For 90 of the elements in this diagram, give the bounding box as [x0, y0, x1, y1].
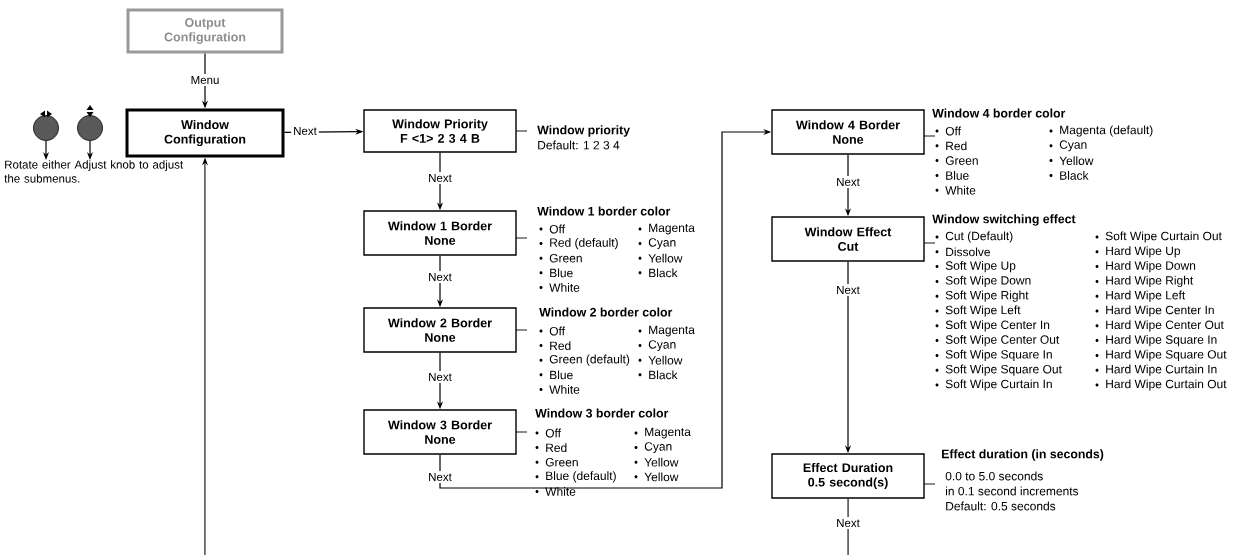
list-item: Magenta (default)	[1049, 125, 1153, 137]
list-item: Off	[935, 126, 961, 136]
list-item: Cyan	[634, 442, 672, 454]
list-item: Hard Wipe Square Out	[1095, 349, 1227, 361]
description-heading: Window 3 border color	[535, 408, 669, 418]
description-text: in 0.1 second increments	[946, 486, 1079, 496]
list-item: Magenta	[638, 223, 695, 235]
description-text: 0.0 to 5.0 seconds	[945, 471, 1043, 481]
list-item: Soft Wipe Up	[935, 261, 1016, 273]
menu-box: Window Effect Cut	[771, 216, 925, 262]
list-item: Green (default)	[539, 354, 630, 366]
description-heading: Window 4 border color	[932, 108, 1066, 118]
list-item: Green	[539, 253, 582, 263]
list-item: Hard Wipe Curtain In	[1095, 364, 1217, 376]
list-item: Hard Wipe Up	[1095, 246, 1181, 258]
list-item: Yellow	[638, 355, 683, 365]
list-item: Black	[638, 370, 678, 380]
list-item: Red	[935, 141, 967, 151]
list-item: Yellow	[634, 472, 679, 482]
description-heading: Effect duration (in seconds)	[942, 449, 1104, 461]
list-item: Cyan	[1049, 140, 1087, 152]
list-item: Blue	[539, 268, 573, 278]
menu-box: Window 3 Border None	[363, 409, 517, 455]
knob	[77, 115, 103, 141]
list-item: Soft Wipe Left	[935, 305, 1021, 317]
description-text: Default: 1 2 3 4	[538, 140, 620, 150]
list-item: Soft Wipe Curtain Out	[1095, 231, 1222, 243]
list-item: Yellow	[638, 253, 683, 263]
list-item: Blue	[935, 171, 969, 180]
list-item: Magenta	[634, 427, 691, 439]
list-item: Hard Wipe Right	[1095, 275, 1194, 287]
menu-box: Window Priority F <1> 2 3 4 B	[363, 109, 517, 153]
list-item: Blue (default)	[535, 471, 616, 483]
description-heading: Window switching effect	[932, 214, 1076, 226]
list-item: Off	[539, 326, 565, 336]
knob	[33, 115, 59, 141]
list-item: Yellow	[1049, 156, 1094, 165]
list-item: Red	[535, 443, 567, 452]
menu-box: Window 4 Border None	[771, 109, 925, 155]
list-item: Soft Wipe Center In	[935, 320, 1050, 332]
list-item: Blue	[539, 370, 573, 380]
list-item: Hard Wipe Curtain Out	[1095, 379, 1227, 391]
list-item: Dissolve	[935, 247, 990, 257]
list-item: Green	[535, 457, 578, 467]
description-heading: Window 1 border color	[537, 206, 671, 216]
list-item: White	[539, 283, 580, 292]
list-item: White	[539, 385, 580, 394]
list-item: Hard Wipe Down	[1095, 261, 1196, 273]
list-item: Off	[535, 428, 561, 438]
list-item: Cyan	[638, 238, 676, 250]
note-text: Rotate either Adjust knob to adjust the submenus.	[4, 160, 184, 183]
list-item: Magenta	[638, 325, 695, 337]
edge-label: Next	[834, 517, 862, 529]
list-item: Hard Wipe Square In	[1095, 335, 1217, 347]
menu-box: Effect Duration 0.5 second(s)	[771, 453, 925, 499]
list-item: Green	[935, 156, 978, 165]
list-item: Red	[539, 341, 571, 350]
edge-label: Next	[834, 176, 862, 188]
list-item: Soft Wipe Center Out	[935, 335, 1060, 347]
description-text: Default: 0.5 seconds	[946, 501, 1056, 511]
list-item: Red (default)	[539, 238, 618, 250]
menu-box: Window Configuration	[125, 108, 285, 158]
edge-label: Next	[834, 284, 862, 296]
description-heading: Window priority	[537, 125, 630, 137]
list-item: Hard Wipe Center In	[1095, 305, 1214, 317]
edge-label: Menu	[188, 74, 222, 86]
list-item: Hard Wipe Left	[1095, 290, 1186, 302]
list-item: Cut (Default)	[935, 231, 1013, 243]
list-item: Soft Wipe Right	[935, 290, 1029, 302]
edge-label: Next	[426, 471, 454, 483]
description-heading: Window 2 border color	[539, 307, 673, 317]
menu-box: Window 1 Border None	[363, 210, 517, 256]
list-item: Soft Wipe Curtain In	[935, 379, 1052, 391]
edge-label: Next	[291, 125, 319, 137]
menu-box: Output Configuration	[126, 8, 284, 54]
list-item: Hard Wipe Center Out	[1095, 320, 1224, 332]
list-item: Cyan	[638, 340, 676, 352]
list-item: Soft Wipe Square Out	[935, 364, 1062, 376]
edge-label: Next	[426, 172, 454, 184]
list-item: Soft Wipe Square In	[935, 349, 1052, 361]
list-item: Black	[1049, 171, 1089, 180]
edge-label: Next	[426, 371, 454, 383]
list-item: White	[935, 185, 976, 195]
list-item: Soft Wipe Down	[935, 275, 1031, 287]
list-item: Off	[539, 224, 565, 234]
menu-box: Window 2 Border None	[363, 307, 517, 353]
edge-label: Next	[426, 271, 454, 283]
list-item: White	[535, 487, 576, 496]
list-item: Yellow	[634, 457, 679, 467]
list-item: Black	[638, 268, 678, 278]
